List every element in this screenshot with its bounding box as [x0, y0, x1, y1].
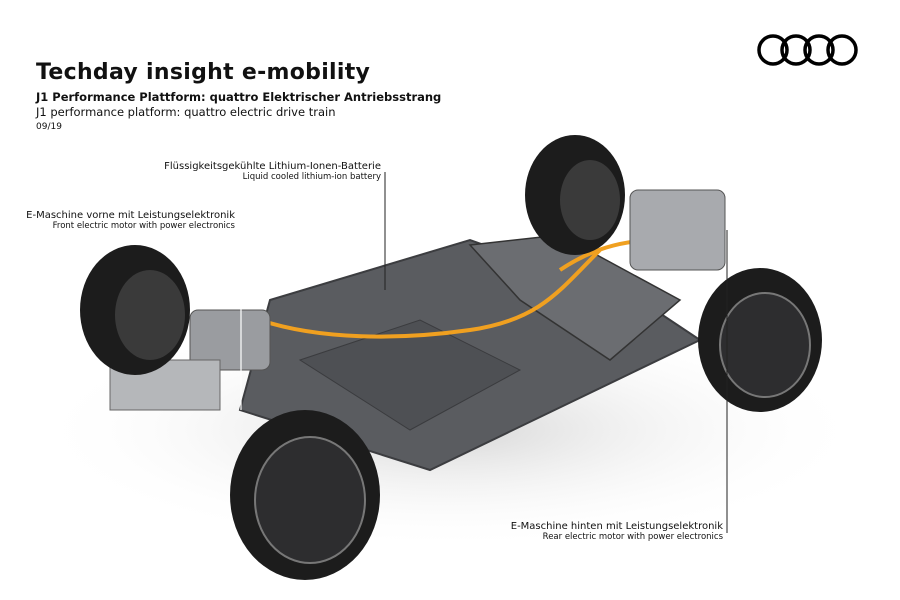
front-motor [189, 309, 271, 371]
wheel-front-right [230, 410, 380, 580]
callout-rear-motor: E-Maschine hinten mit Leistungselektroni… [511, 521, 723, 542]
callout-battery: Flüssigkeitsgekühlte Lithium-Ionen-Batte… [164, 161, 381, 182]
subtitle-english: J1 performance platform: quattro electri… [36, 105, 336, 119]
battery-cells [298, 319, 522, 431]
wheel-rear-right [698, 268, 822, 412]
callout-front-motor: E-Maschine vorne mit Leistungselektronik… [26, 210, 235, 231]
subtitle-german: J1 Performance Plattform: quattro Elektr… [36, 90, 442, 104]
callout-rear-motor-en: Rear electric motor with power electroni… [542, 532, 723, 542]
callout-front-motor-de: E-Maschine vorne mit Leistungselektronik [26, 210, 235, 221]
page-title: Techday insight e-mobility [36, 60, 371, 85]
wheel-rear-left [525, 135, 625, 255]
callout-front-motor-en: Front electric motor with power electron… [52, 221, 235, 231]
callout-battery-de: Flüssigkeitsgekühlte Lithium-Ionen-Batte… [164, 161, 381, 172]
high-voltage-cable [259, 248, 602, 339]
callout-rear-motor-de: E-Maschine hinten mit Leistungselektroni… [510, 521, 723, 532]
callout-battery-en: Liquid cooled lithium-ion battery [242, 172, 381, 182]
rear-motor [629, 189, 726, 271]
audi-rings-logo [757, 34, 858, 66]
date-label: 09/19 [36, 122, 62, 132]
wheel-front-left [80, 245, 190, 375]
